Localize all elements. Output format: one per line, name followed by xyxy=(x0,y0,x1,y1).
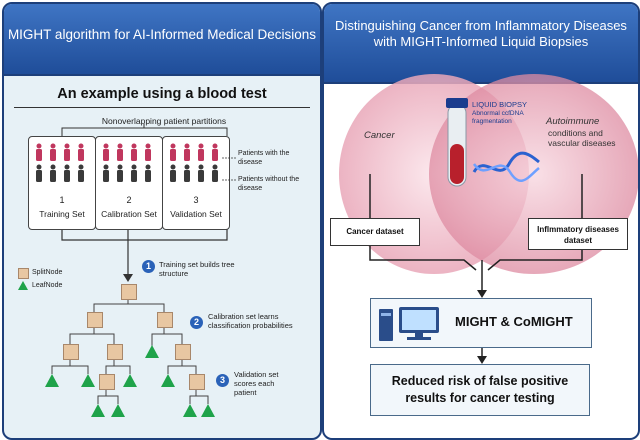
leaf-node-legend-label: LeafNode xyxy=(32,282,63,289)
liquid-biopsy-description: Abnormal ccfDNA fragmentation xyxy=(472,110,524,125)
step-1-text: Training set builds tree structure xyxy=(159,260,235,278)
split-node xyxy=(189,374,205,390)
split-node xyxy=(87,312,103,328)
partitions-label: Nonoverlapping patient partitions xyxy=(101,116,227,126)
validation-set-box: 3 Validation Set xyxy=(162,136,230,230)
leaf-node xyxy=(111,404,125,417)
calibration-set-box: 2 Calibration Set xyxy=(95,136,163,230)
without-disease-label: Patients without the disease xyxy=(238,176,300,192)
inflammatory-dataset-box: Inflmmatory diseases dataset xyxy=(528,218,628,250)
validation-set-label: Validation Set xyxy=(170,209,222,219)
calibration-patient-icons xyxy=(103,143,151,182)
computer-icon xyxy=(379,307,439,341)
calibration-set-number: 2 xyxy=(126,195,132,205)
leaf-node xyxy=(161,374,175,387)
legend-pointers xyxy=(222,157,236,181)
with-disease-label: Patients with the disease xyxy=(238,150,290,166)
step-3-text: Validation set scores each patient xyxy=(234,370,279,397)
result-box: Reduced risk of false positive results f… xyxy=(370,364,590,416)
training-set-number: 1 xyxy=(59,195,65,205)
split-node xyxy=(107,344,123,360)
blood-test-subtitle: An example using a blood test xyxy=(57,86,267,102)
step-2-text: Calibration set learns classification pr… xyxy=(208,312,293,330)
calibration-set-label: Calibration Set xyxy=(101,209,157,219)
training-set-label: Training Set xyxy=(39,209,85,219)
leaf-node-legend-icon xyxy=(18,281,28,290)
subtitle-divider xyxy=(14,107,310,108)
might-comight-label: MIGHT & CoMIGHT xyxy=(455,314,573,329)
leaf-node xyxy=(145,345,159,358)
liquid-biopsy-title: LIQUID BIOPSY xyxy=(472,100,528,109)
step-2-badge: 2 xyxy=(190,316,203,329)
left-panel-title: MIGHT algorithm for AI-Informed Medical … xyxy=(7,27,317,42)
training-set-box: 1 Training Set xyxy=(28,136,96,230)
cancer-label: Cancer xyxy=(364,130,395,141)
leaf-node xyxy=(183,404,197,417)
cancer-dataset-box: Cancer dataset xyxy=(330,218,420,246)
validation-set-number: 3 xyxy=(193,195,199,205)
split-node xyxy=(63,344,79,360)
split-node xyxy=(175,344,191,360)
split-node-legend-label: SplitNode xyxy=(32,269,63,276)
split-node xyxy=(157,312,173,328)
step-1-badge: 1 xyxy=(142,260,155,273)
might-comight-box: MIGHT & CoMIGHT xyxy=(370,298,592,348)
autoimmune-label: Autoimmune xyxy=(546,116,600,127)
split-node xyxy=(121,284,137,300)
left-panel-header: MIGHT algorithm for AI-Informed Medical … xyxy=(4,4,320,76)
leaf-node xyxy=(123,374,137,387)
leaf-node xyxy=(45,374,59,387)
left-panel-connectors xyxy=(51,124,228,404)
step-3-badge: 3 xyxy=(216,374,229,387)
split-node xyxy=(99,374,115,390)
liquid-biopsy-panel: Distinguishing Cancer from Inflammatory … xyxy=(322,2,640,440)
might-algorithm-panel: MIGHT algorithm for AI-Informed Medical … xyxy=(2,2,322,440)
right-panel-title: Distinguishing Cancer from Inflammatory … xyxy=(335,18,627,49)
validation-patient-icons xyxy=(170,143,218,182)
leaf-node xyxy=(201,404,215,417)
leaf-node xyxy=(81,374,95,387)
leaf-nodes xyxy=(45,345,215,417)
autoimmune-description: conditions and vascular diseases xyxy=(548,128,616,148)
right-panel-header: Distinguishing Cancer from Inflammatory … xyxy=(324,4,638,84)
leaf-node xyxy=(91,404,105,417)
training-patient-icons xyxy=(36,143,84,182)
split-node-legend-icon xyxy=(18,268,29,279)
